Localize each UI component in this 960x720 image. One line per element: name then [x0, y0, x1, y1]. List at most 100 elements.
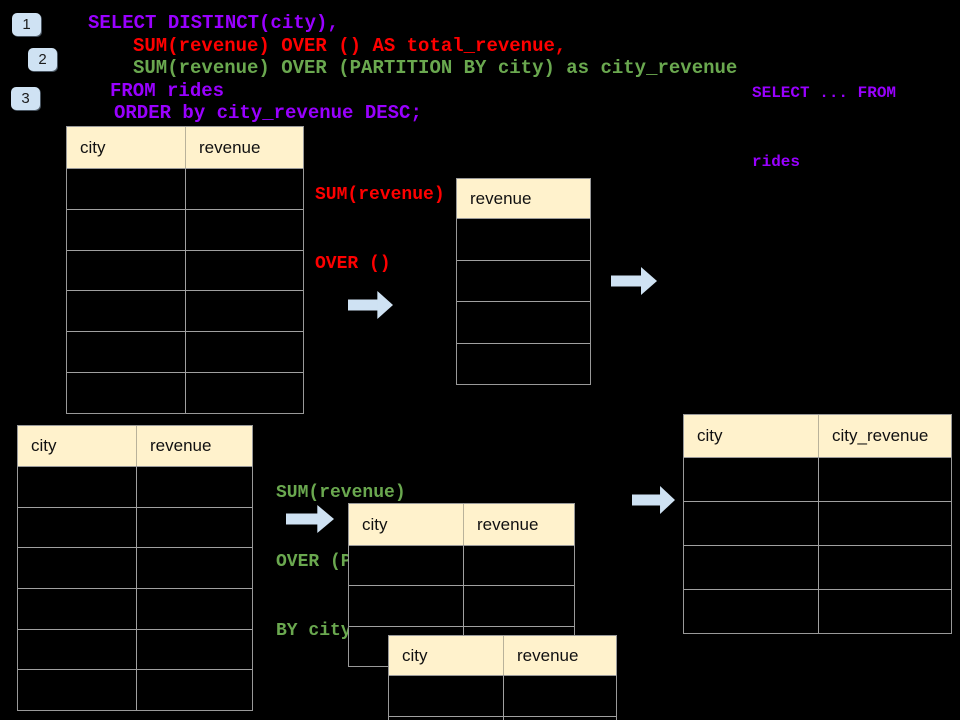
table-cell: [457, 302, 590, 343]
table-row: [67, 373, 303, 413]
table-cell: [186, 210, 303, 250]
sql-line-from: FROM rides: [110, 80, 225, 102]
step-badge-2-label: 2: [38, 51, 47, 68]
table-header-row: city revenue: [349, 504, 574, 546]
annotation-partition-line1: SUM(revenue): [276, 483, 406, 503]
table-cell: [67, 250, 186, 291]
table-cell: [137, 548, 252, 588]
table-cell: [137, 670, 252, 710]
table-cell: [137, 630, 252, 670]
table-cell: [349, 586, 464, 626]
side-note: SELECT ... FROM rides: [752, 36, 896, 220]
table-cell: [186, 169, 303, 209]
table-header-row: city city_revenue: [684, 415, 951, 458]
table-cell: [684, 502, 819, 545]
table-cell: [67, 373, 186, 413]
table-header-row: revenue: [457, 179, 590, 219]
sql-line-order: ORDER by city_revenue DESC;: [114, 102, 422, 124]
table-cell: [186, 373, 303, 413]
step-badge-1-label: 1: [22, 16, 31, 33]
table-cell: [186, 291, 303, 331]
annotation-total-line2: OVER (): [315, 254, 391, 274]
table-cell: [18, 548, 137, 589]
table-row: [18, 589, 252, 630]
table-row: [67, 169, 303, 210]
column-header-revenue: revenue: [477, 514, 539, 534]
table-cell: [457, 344, 590, 385]
table-row: [18, 548, 252, 590]
table-cell: [186, 251, 303, 291]
table-header-row: city revenue: [67, 127, 303, 169]
side-note-line1: SELECT ... FROM: [752, 84, 897, 102]
table-cell: [137, 589, 252, 629]
table-cell: [819, 502, 951, 545]
table-cell: [819, 458, 951, 501]
table-row: [457, 219, 590, 261]
table-row: [684, 590, 951, 633]
table-total-revenue: revenue: [456, 178, 591, 385]
table-cell: [464, 586, 574, 625]
table-cell: [18, 467, 137, 507]
table-row: [18, 467, 252, 508]
arrow-right-icon: [632, 486, 675, 514]
table-row: [684, 546, 951, 590]
step-badge-3: 3: [11, 87, 40, 110]
table-result-city-revenue: city city_revenue: [683, 414, 952, 634]
table-row: [67, 291, 303, 333]
table-header-row: city revenue: [389, 636, 616, 676]
sql-line-select: SELECT DISTINCT(city),: [88, 12, 339, 34]
table-cell: [18, 670, 137, 711]
table-row: [389, 676, 616, 718]
table-source-bottom: city revenue: [17, 425, 253, 711]
column-header-revenue: revenue: [517, 645, 579, 665]
table-cell: [389, 717, 504, 720]
table-cell: [819, 590, 951, 633]
table-row: [67, 332, 303, 374]
table-cell: [18, 589, 137, 629]
column-header-city: city: [18, 426, 137, 466]
table-row: [457, 302, 590, 344]
table-row: [18, 670, 252, 711]
step-badge-1: 1: [12, 13, 41, 36]
column-header-revenue: revenue: [150, 436, 212, 455]
table-row: [67, 250, 303, 292]
table-cell: [464, 546, 574, 585]
column-header-city: city: [67, 127, 186, 168]
arrow-right-icon: [286, 505, 334, 533]
annotation-total-revenue: SUM(revenue) OVER (): [315, 138, 445, 322]
column-header-city: city: [684, 415, 819, 457]
side-note-line2: rides: [752, 153, 801, 171]
table-cell: [684, 590, 819, 633]
step-badge-3-label: 3: [21, 90, 30, 107]
table-row: [67, 209, 303, 251]
table-cell: [389, 676, 504, 717]
table-cell: [67, 209, 186, 250]
column-header-revenue: revenue: [470, 188, 532, 208]
table-cell: [137, 467, 252, 507]
table-row: [457, 344, 590, 385]
sql-line-total: SUM(revenue) OVER () AS total_revenue,: [133, 35, 567, 57]
table-row: [18, 507, 252, 549]
table-cell: [684, 458, 819, 501]
arrow-right-icon: [348, 291, 393, 319]
table-cell: [349, 546, 464, 586]
column-header-revenue: revenue: [199, 137, 261, 157]
table-cell: [67, 291, 186, 332]
table-cell: [67, 169, 186, 209]
table-cell: [186, 332, 303, 372]
table-row: [349, 586, 574, 627]
table-cell: [18, 629, 137, 670]
table-row: [457, 261, 590, 302]
column-header-city: city: [349, 504, 464, 545]
table-source-top: city revenue: [66, 126, 304, 414]
arrow-right-icon: [611, 267, 657, 295]
annotation-total-line1: SUM(revenue): [315, 185, 445, 205]
table-row: [684, 458, 951, 502]
sql-line-partition: SUM(revenue) OVER (PARTITION BY city) as…: [133, 57, 738, 79]
table-cell: [457, 261, 590, 302]
table-cell: [457, 219, 590, 260]
table-row: [18, 629, 252, 671]
table-cell: [819, 546, 951, 589]
table-cell: [67, 332, 186, 373]
